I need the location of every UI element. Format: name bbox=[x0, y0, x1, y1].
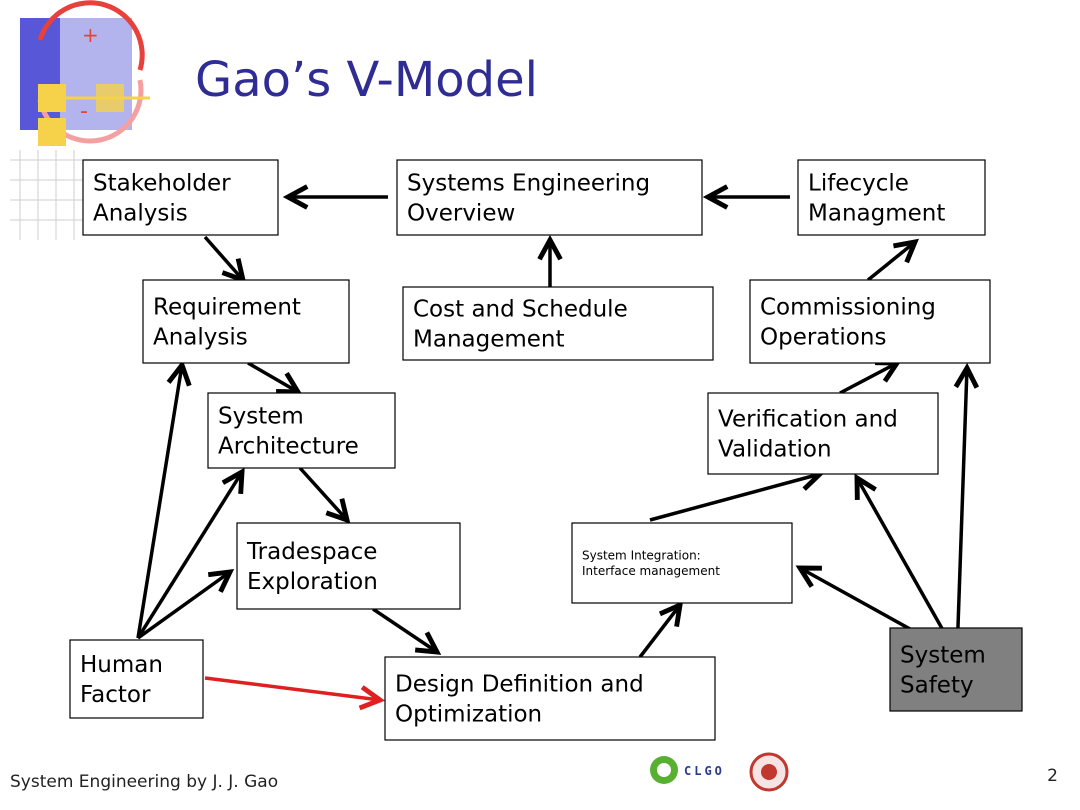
arrow-commissioning-to-lifecycle bbox=[866, 238, 919, 282]
node-box-commissioning bbox=[749, 279, 991, 364]
node-label-seoverview: Systems Engineering bbox=[407, 171, 650, 197]
diagram-arrows bbox=[136, 184, 980, 711]
node-label-cost: Management bbox=[413, 327, 565, 353]
node-label-cost: Cost and Schedule bbox=[413, 297, 628, 323]
node-box-seoverview bbox=[396, 159, 703, 236]
node-label-human: Human bbox=[80, 652, 163, 678]
node-label-vv: Verification and bbox=[718, 407, 898, 433]
node-label-design: Optimization bbox=[395, 702, 542, 728]
node-box-stakeholder bbox=[82, 159, 279, 236]
node-label-human: Factor bbox=[80, 682, 151, 708]
node-label-tradespace: Exploration bbox=[247, 569, 378, 595]
node-label-requirement: Requirement bbox=[153, 295, 301, 321]
node-label-design: Design Definition and bbox=[395, 672, 644, 698]
node-label-integration: Interface management bbox=[582, 564, 720, 578]
arrow-design-to-integration bbox=[638, 600, 684, 659]
footer-author: System Engineering by J. J. Gao bbox=[10, 772, 279, 792]
node-box-design bbox=[384, 656, 716, 741]
node-label-seoverview: Overview bbox=[407, 201, 515, 227]
node-box-lifecycle bbox=[797, 159, 986, 236]
node-label-safety: System bbox=[900, 643, 986, 669]
node-label-requirement: Analysis bbox=[153, 325, 248, 351]
arrow-integration-to-vv bbox=[649, 466, 825, 522]
node-label-sysarch: System bbox=[218, 404, 304, 430]
node-label-commissioning: Operations bbox=[760, 325, 886, 351]
plus-symbol: + bbox=[82, 23, 99, 47]
slide-title: Gao’s V-Model bbox=[195, 52, 538, 108]
node-label-vv: Validation bbox=[718, 437, 832, 463]
arrow-tradespace-to-design bbox=[372, 607, 442, 655]
cycle-logo: + - bbox=[10, 0, 150, 240]
university-seal bbox=[749, 752, 789, 792]
page-number: 2 bbox=[1047, 766, 1058, 786]
node-label-lifecycle: Lifecycle bbox=[808, 171, 909, 197]
arrow-human-to-design bbox=[204, 676, 386, 711]
arrow-vv-to-commissioning bbox=[839, 360, 902, 395]
arrow-human-to-tradespace bbox=[136, 569, 235, 640]
node-label-stakeholder: Stakeholder bbox=[93, 171, 231, 197]
red-cycle-arc bbox=[37, 0, 145, 71]
node-label-safety: Safety bbox=[900, 673, 974, 699]
node-box-safety bbox=[889, 627, 1023, 712]
node-box-tradespace bbox=[236, 522, 461, 610]
clgo-logo-text: CLGO bbox=[684, 764, 725, 778]
arrow-stakeholder-to-requirement bbox=[203, 235, 247, 284]
clgo-logo bbox=[650, 756, 678, 784]
arrow-human-to-sysarch bbox=[136, 467, 245, 639]
node-box-integration bbox=[571, 522, 793, 604]
node-label-tradespace: Tradespace bbox=[246, 539, 377, 565]
node-label-lifecycle: Managment bbox=[808, 201, 945, 227]
arrow-safety-to-commissioning bbox=[953, 362, 980, 656]
yellow-square-3 bbox=[38, 118, 66, 146]
arrow-requirement-to-sysarch bbox=[247, 361, 303, 395]
arrow-sysarch-to-tradespace bbox=[298, 466, 351, 524]
arrow-safety-to-vv bbox=[854, 473, 959, 656]
node-box-sysarch bbox=[207, 392, 396, 469]
node-label-commissioning: Commissioning bbox=[760, 295, 936, 321]
node-box-human bbox=[69, 639, 204, 719]
node-box-requirement bbox=[142, 279, 350, 364]
node-box-vv bbox=[707, 392, 939, 475]
node-box-cost bbox=[402, 286, 714, 361]
minus-symbol: - bbox=[80, 99, 88, 124]
arrow-human-to-requirement bbox=[136, 359, 192, 639]
yellow-square-1 bbox=[38, 84, 66, 112]
node-integration: System Integration: Interface management bbox=[571, 522, 793, 604]
node-label-sysarch: Architecture bbox=[218, 434, 359, 460]
node-label-integration: System Integration: bbox=[582, 548, 701, 562]
node-label-stakeholder: Analysis bbox=[93, 201, 188, 227]
grid-lines bbox=[10, 150, 90, 240]
